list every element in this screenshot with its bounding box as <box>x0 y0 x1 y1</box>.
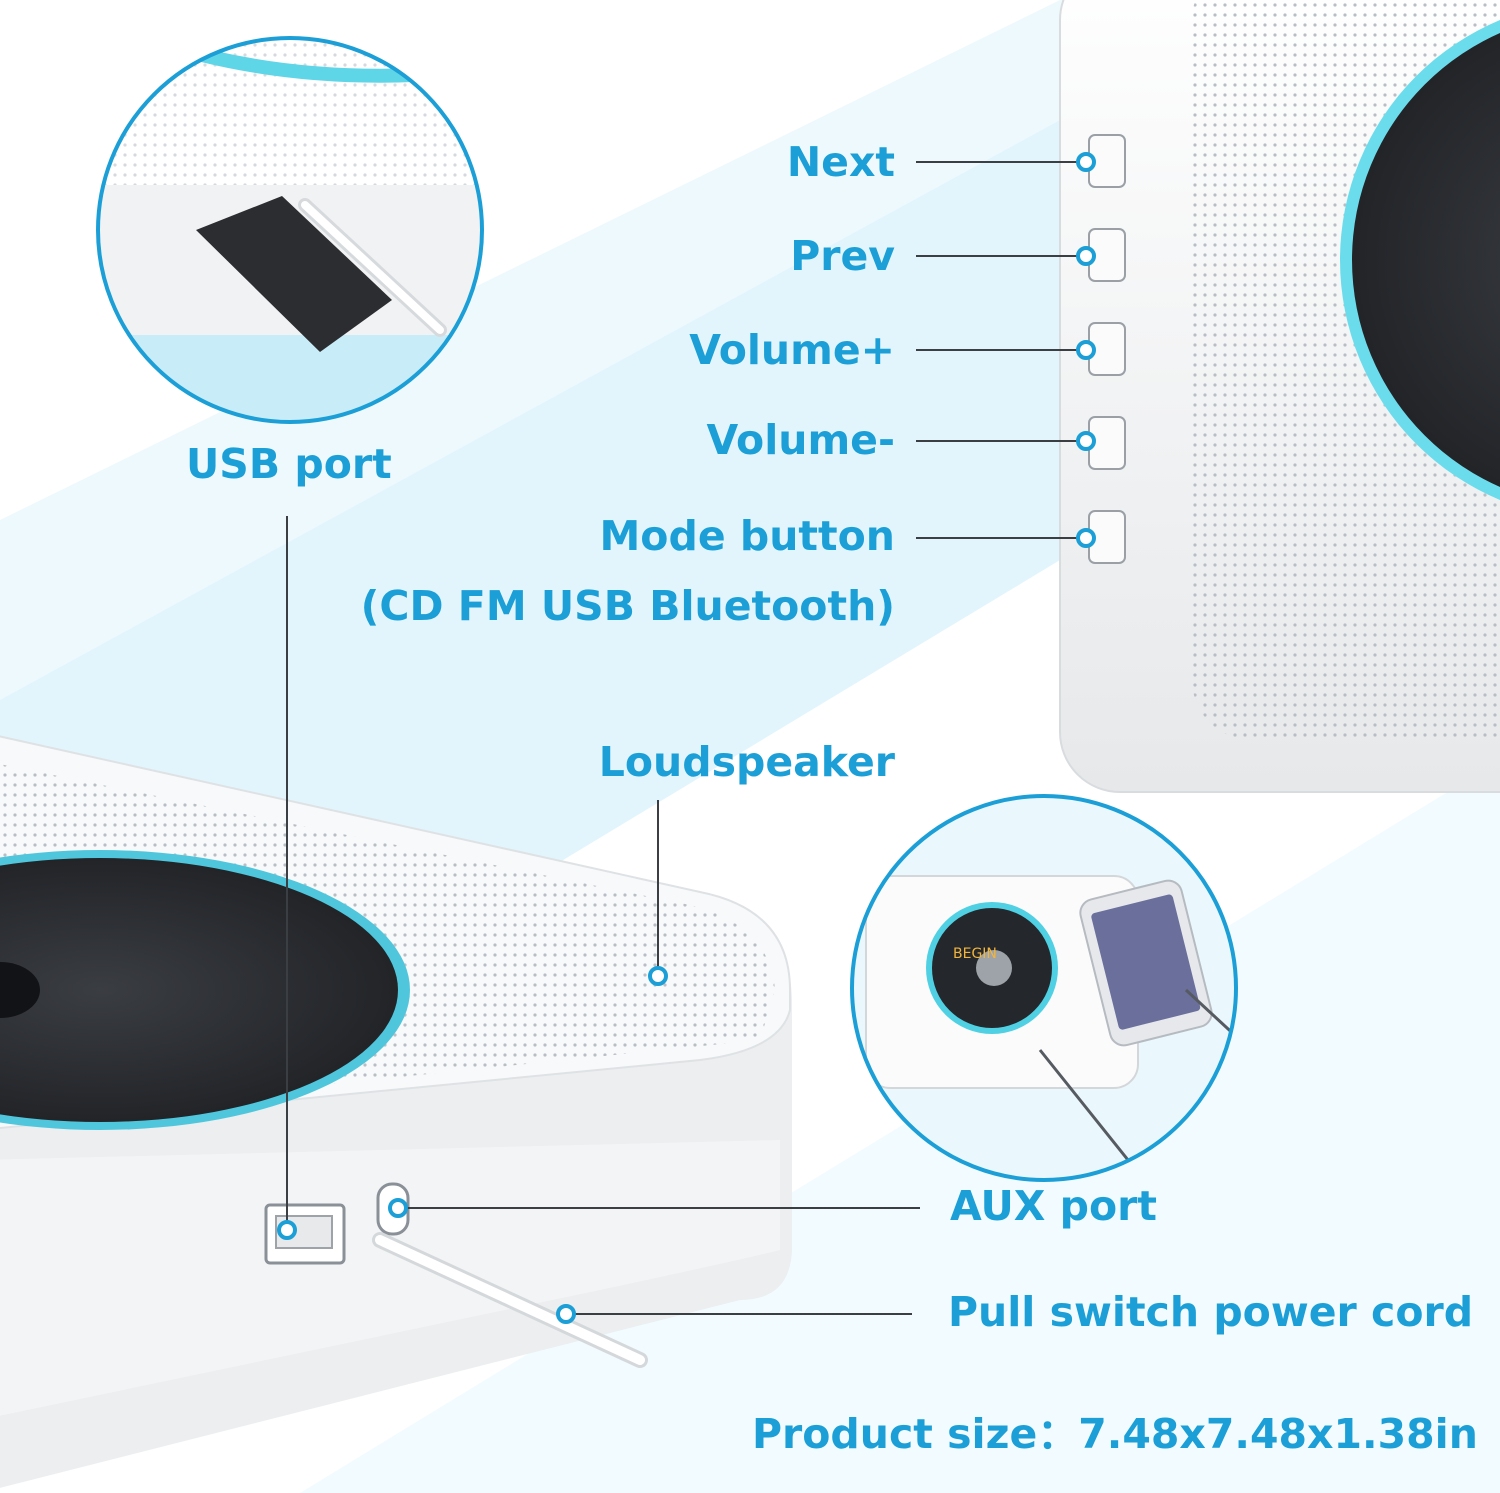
callout-dot-icon <box>648 966 668 986</box>
label-mode-options: (CD FM USB Bluetooth) <box>360 582 895 630</box>
callout-dot-icon <box>1076 246 1096 266</box>
label-power-cord: Pull switch power cord <box>948 1288 1474 1336</box>
callout-dots <box>277 152 1096 1324</box>
label-volume-up: Volume+ <box>689 326 895 374</box>
label-usb-port: USB port <box>186 440 392 488</box>
tabletop-device <box>0 735 792 1488</box>
callout-dot-icon <box>1076 340 1096 360</box>
leader-lines <box>286 161 1086 1315</box>
callout-dot-icon <box>1076 431 1096 451</box>
label-prev: Prev <box>790 232 895 280</box>
aux-detail-circle: BEGIN <box>850 794 1238 1182</box>
wall-device <box>1059 0 1500 793</box>
label-mode-button: Mode button <box>599 512 896 560</box>
label-aux-port: AUX port <box>950 1182 1157 1230</box>
callout-dot-icon <box>556 1304 576 1324</box>
label-loudspeaker: Loudspeaker <box>598 738 895 786</box>
callout-dot-icon <box>1076 528 1096 548</box>
label-product-size: Product size：7.48x7.48x1.38in <box>752 1410 1478 1458</box>
callout-dot-icon <box>1076 152 1096 172</box>
callout-dot-icon <box>277 1220 297 1240</box>
display-text: BEGIN <box>953 946 997 962</box>
label-volume-down: Volume- <box>706 416 895 464</box>
callout-dot-icon <box>388 1198 408 1218</box>
label-next: Next <box>786 138 895 186</box>
